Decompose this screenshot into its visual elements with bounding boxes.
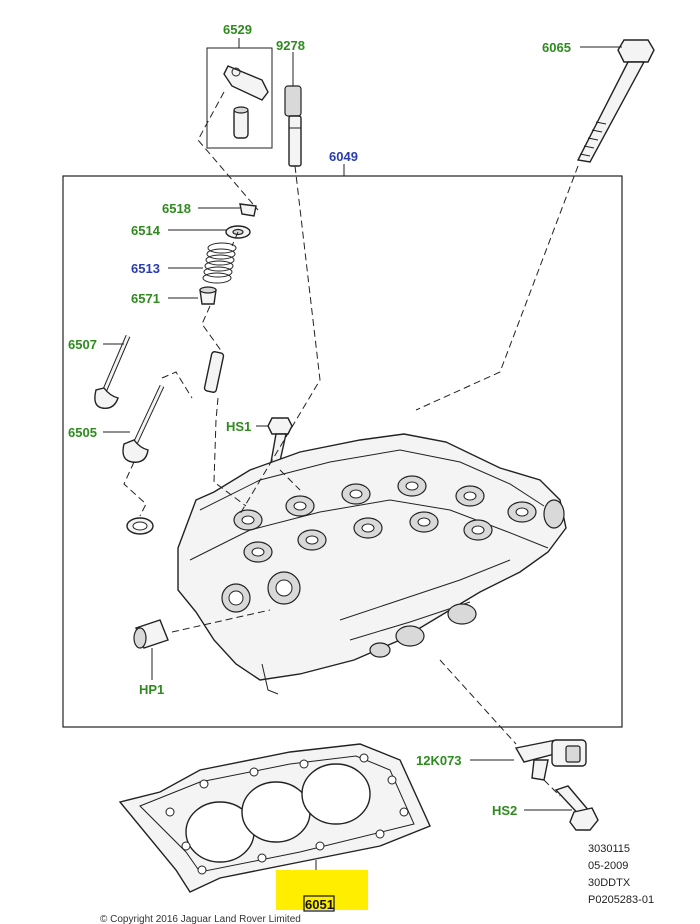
callout-6065[interactable]: 6065	[542, 40, 571, 55]
assembly-frame	[62, 175, 623, 728]
exhaust-valve-6507	[94, 335, 131, 409]
callout-hs2[interactable]: HS2	[492, 803, 517, 818]
head-bolt-6065	[576, 39, 655, 163]
callout-6049[interactable]: 6049	[329, 149, 358, 164]
cylinder-head	[177, 433, 567, 695]
callout-6051[interactable]: 6051	[305, 897, 334, 912]
callout-6513[interactable]: 6513	[131, 261, 160, 276]
reference-line-3: 30DDTX	[588, 877, 631, 889]
callout-12k073[interactable]: 12K073	[416, 753, 462, 768]
copyright-notice: © Copyright 2016 Jaguar Land Rover Limit…	[100, 914, 301, 924]
valve-guide	[203, 351, 225, 393]
sensor-9278	[284, 85, 302, 167]
callout-hs1[interactable]: HS1	[226, 419, 251, 434]
valve-collets-6518	[239, 203, 257, 217]
plug-hp1	[133, 619, 169, 649]
reference-line-2: 05-2009	[588, 860, 628, 872]
head-gasket-6051	[118, 743, 431, 893]
valve-seat-ring	[126, 517, 154, 535]
sensor-12k073	[514, 739, 587, 781]
valve-stem-seal-6571	[199, 286, 217, 305]
callout-6518[interactable]: 6518	[162, 201, 191, 216]
callout-box-6051	[303, 895, 335, 912]
reference-line-1: 3030115	[588, 843, 630, 855]
callout-hp1[interactable]: HP1	[139, 682, 164, 697]
highlight-6051	[276, 870, 368, 910]
callout-6505[interactable]: 6505	[68, 425, 97, 440]
valve-spring-6513	[202, 242, 237, 284]
reference-line-4: P0205283-01	[588, 894, 654, 906]
intake-valve-6505	[122, 384, 165, 463]
callout-6571[interactable]: 6571	[131, 291, 160, 306]
spring-retainer-6514	[225, 225, 251, 239]
callout-6529[interactable]: 6529	[223, 22, 252, 37]
bolt-hs2	[554, 785, 599, 831]
callout-6514[interactable]: 6514	[131, 223, 161, 238]
rocker-arm-group	[206, 47, 273, 149]
callout-9278[interactable]: 9278	[276, 38, 305, 53]
callout-6507[interactable]: 6507	[68, 337, 97, 352]
